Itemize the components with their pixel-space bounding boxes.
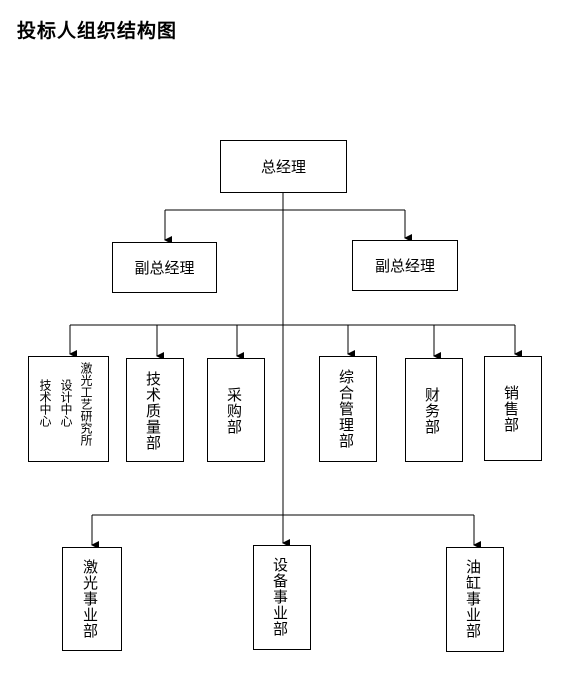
sales-box: 销售部	[484, 356, 542, 461]
cylinder-division-box: 油缸事业部	[446, 547, 504, 652]
equipment-division-label: 设备事业部	[271, 557, 289, 637]
equipment-division-box: 设备事业部	[253, 545, 311, 650]
purchasing-box: 采购部	[207, 358, 265, 462]
research-institute-label: 激光工艺研究所	[79, 362, 93, 446]
design-center-label: 设计中心	[59, 379, 73, 427]
vice-manager-label: 副总经理	[134, 259, 195, 277]
purchasing-label: 采购部	[225, 387, 243, 435]
general-mgmt-label: 综合管理部	[337, 369, 355, 449]
sales-label: 销售部	[502, 385, 520, 433]
tech-quality-box: 技术质量部	[126, 358, 184, 462]
page-title: 投标人组织结构图	[17, 20, 178, 42]
tech-quality-label: 技术质量部	[144, 371, 162, 451]
tech-center-label: 技术中心	[38, 379, 52, 427]
cylinder-division-label: 油缸事业部	[464, 559, 482, 639]
general-mgmt-box: 综合管理部	[319, 356, 377, 462]
ceo-box: 总经理	[220, 140, 347, 193]
vice-manager-label: 副总经理	[374, 257, 435, 275]
vice-manager-box-right: 副总经理	[352, 240, 458, 291]
vice-manager-box-left: 副总经理	[112, 242, 217, 293]
finance-label: 财务部	[423, 387, 441, 435]
centers-box: 激光工艺研究所 设计中心 技术中心	[28, 356, 109, 462]
laser-division-label: 激光事业部	[81, 559, 99, 639]
ceo-label: 总经理	[260, 158, 306, 176]
finance-box: 财务部	[405, 358, 463, 462]
laser-division-box: 激光事业部	[62, 547, 122, 651]
